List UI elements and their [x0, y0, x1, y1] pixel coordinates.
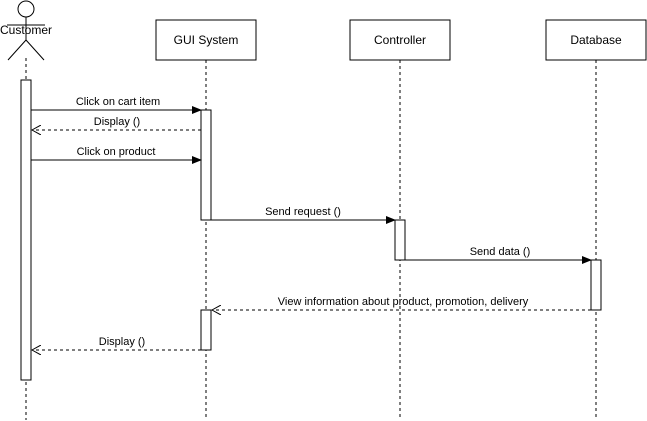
message-label: View information about product, promotio…: [278, 296, 529, 308]
customer-activation-bar: [20, 79, 32, 381]
message-label: Click on cart item: [76, 96, 160, 108]
customer-actor-icon: [7, 0, 45, 61]
message-label: Display (): [99, 336, 145, 348]
message-label: Send request (): [265, 206, 341, 218]
message-label: Display (): [94, 116, 140, 128]
controller-box: [349, 19, 451, 61]
database-label: Database: [570, 33, 622, 47]
message-label: Click on product: [77, 146, 156, 158]
gui-system-box: [155, 19, 257, 61]
gui-activation-bar-1: [200, 109, 212, 221]
customer-label: Customer: [0, 23, 52, 37]
database-box: [545, 19, 647, 61]
gui-system-label: GUI System: [174, 33, 239, 47]
controller-label: Controller: [374, 33, 426, 47]
controller-activation-bar: [394, 219, 406, 261]
database-activation-bar: [590, 259, 602, 311]
message-label: Send data (): [470, 246, 531, 258]
gui-activation-bar-2: [200, 309, 212, 351]
